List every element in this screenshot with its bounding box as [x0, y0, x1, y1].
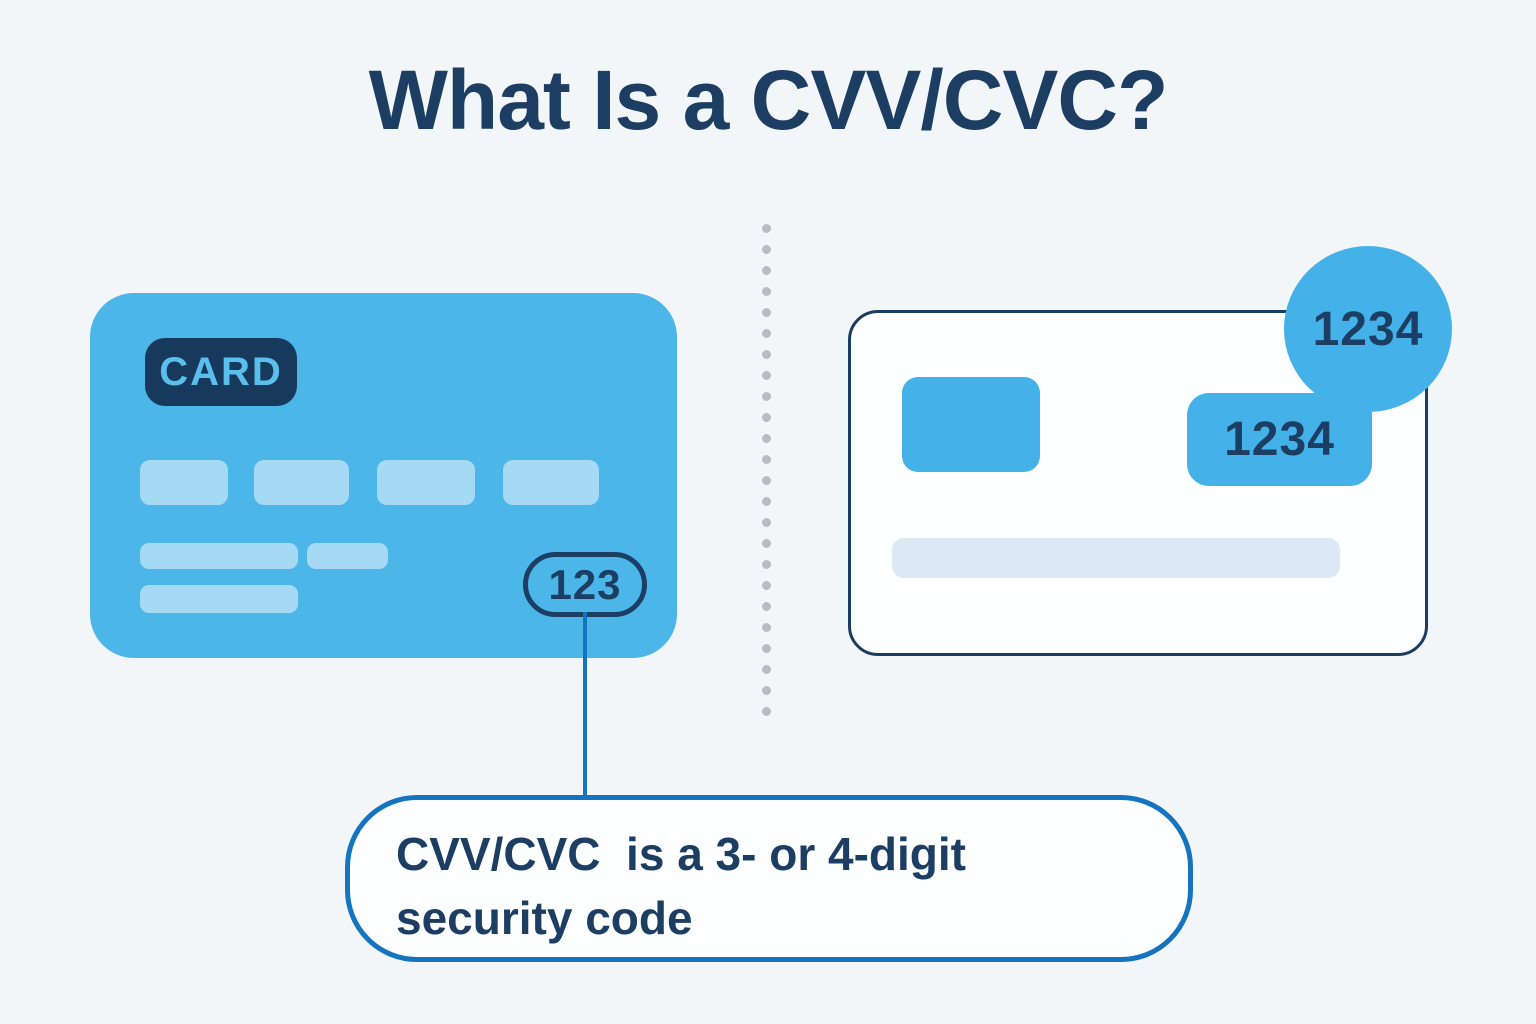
divider-dot — [762, 707, 771, 716]
definition-callout: CVV/CVC is a 3- or 4-digit security code — [345, 795, 1193, 962]
divider-dot — [762, 581, 771, 590]
signature-stripe — [892, 538, 1340, 578]
card-number-block — [140, 460, 228, 505]
connector-line — [583, 612, 587, 797]
credit-card-front: CARD 123 — [90, 293, 677, 658]
cvv-badge: 123 — [523, 552, 647, 617]
cvv-value: 123 — [548, 560, 622, 608]
divider-dot — [762, 350, 771, 359]
divider-dot — [762, 665, 771, 674]
divider-dot — [762, 266, 771, 275]
divider-dot — [762, 224, 771, 233]
card-number-block — [503, 460, 599, 505]
divider-dot — [762, 413, 771, 422]
card-number-block — [254, 460, 349, 505]
card-brand-badge: CARD — [145, 338, 297, 406]
cvc-magnifier-circle: 1234 — [1284, 246, 1452, 412]
divider-dot — [762, 497, 771, 506]
cardholder-detail-bar — [140, 585, 298, 613]
divider-dot — [762, 623, 771, 632]
divider-dot — [762, 308, 771, 317]
divider-dot — [762, 371, 771, 380]
cardholder-detail-bar — [307, 543, 388, 569]
card-chip — [902, 377, 1040, 472]
divider-dot — [762, 329, 771, 338]
divider-dot — [762, 287, 771, 296]
divider-dot — [762, 455, 771, 464]
divider-dot — [762, 476, 771, 485]
cvc-magnifier-value: 1234 — [1312, 302, 1424, 356]
card-number-block — [377, 460, 475, 505]
card-brand-label: CARD — [159, 349, 283, 394]
divider-dot — [762, 518, 771, 527]
cvc-code-box: 1234 — [1187, 393, 1372, 486]
divider-dot — [762, 686, 771, 695]
dotted-divider — [762, 224, 771, 716]
divider-dot — [762, 245, 771, 254]
callout-line-2: security code — [396, 892, 693, 944]
divider-dot — [762, 602, 771, 611]
callout-line-1: CVV/CVC is a 3- or 4-digit — [396, 828, 966, 880]
cardholder-detail-bar — [140, 543, 298, 569]
divider-dot — [762, 392, 771, 401]
cvc-code-value: 1234 — [1224, 413, 1335, 466]
page-title: What Is a CVV/CVC? — [368, 53, 1169, 147]
divider-dot — [762, 644, 771, 653]
divider-dot — [762, 434, 771, 443]
divider-dot — [762, 539, 771, 548]
divider-dot — [762, 560, 771, 569]
